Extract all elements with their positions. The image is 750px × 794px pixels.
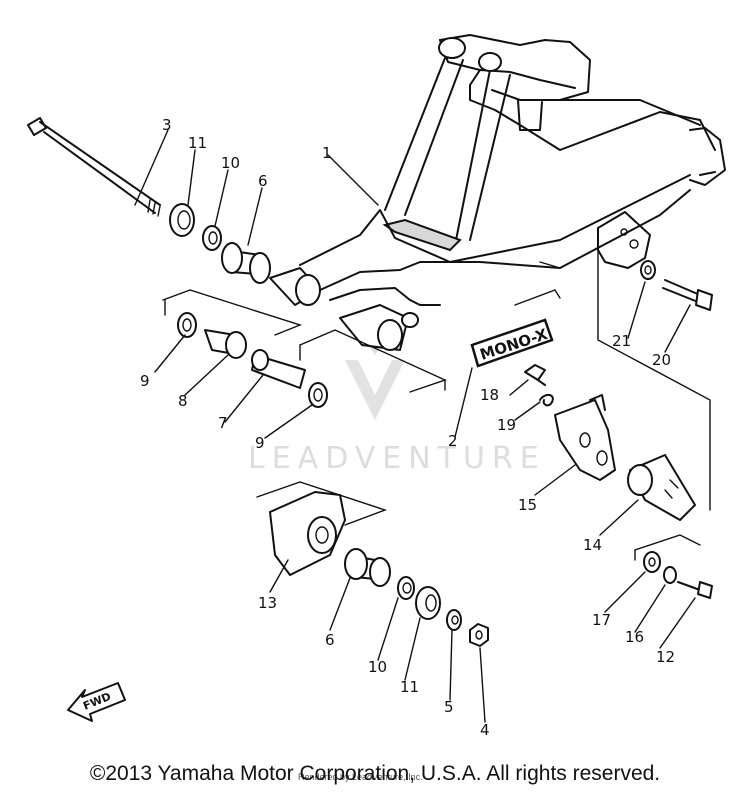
collar-9-upper xyxy=(177,312,197,338)
plate-12 xyxy=(269,491,346,576)
leader-lines xyxy=(134,129,696,723)
screw-18 xyxy=(524,364,546,386)
callout-20: 20 xyxy=(652,351,671,369)
nut-4 xyxy=(469,623,489,647)
callout-13: 14 xyxy=(583,536,602,554)
callout-7: 7 xyxy=(218,414,228,432)
callout-8: 8 xyxy=(178,392,188,410)
nut-21 xyxy=(640,260,656,280)
callout-9-upper: 9 xyxy=(140,372,150,390)
collar-9-lower xyxy=(308,382,328,408)
assembly-lines xyxy=(162,239,711,561)
bushing-6-lower xyxy=(344,548,391,587)
callouts: 3 11 10 6 1 9 8 7 9 2 18 19 15 14 21 20 … xyxy=(140,116,675,739)
bracket-13 xyxy=(627,454,696,521)
watermark-text: LEADVENTURE xyxy=(248,441,546,476)
washer-17 xyxy=(643,551,661,573)
callout-21: 21 xyxy=(612,332,631,350)
callout-2: 2 xyxy=(448,432,458,450)
callout-12: 13 xyxy=(258,594,277,612)
bushing-8 xyxy=(204,329,247,359)
callout-6-lower: 6 xyxy=(325,631,335,649)
callout-11-upper: 11 xyxy=(188,134,207,152)
pivot-shaft xyxy=(27,117,161,217)
callout-19: 19 xyxy=(497,416,516,434)
callout-5: 5 xyxy=(444,698,454,716)
mono-x-decal: MONO-X xyxy=(470,318,554,368)
callout-10-lower: 10 xyxy=(368,658,387,676)
seal-11-lower xyxy=(415,586,441,620)
callout-4: 4 xyxy=(480,721,490,739)
copyright-text: ©2013 Yamaha Motor Corporation, U.S.A. A… xyxy=(89,762,661,785)
watermark-credit: Rendered by LeadVenture, Inc. xyxy=(298,772,423,782)
bolt-15 xyxy=(677,581,713,599)
callout-1: 1 xyxy=(322,144,332,162)
bolt-20 xyxy=(662,279,713,311)
watermark: LEADVENTURE xyxy=(248,340,546,476)
callout-16: 16 xyxy=(625,628,644,646)
callout-17: 17 xyxy=(592,611,611,629)
seal-11-upper xyxy=(169,203,195,237)
callout-14: 15 xyxy=(518,496,537,514)
callout-9-lower: 9 xyxy=(255,434,265,452)
bracket-14 xyxy=(554,394,616,481)
callout-3: 3 xyxy=(162,116,172,134)
callout-6-upper: 6 xyxy=(258,172,268,190)
washer-5 xyxy=(446,609,462,631)
swing-arm xyxy=(269,34,726,351)
washer-16 xyxy=(663,566,677,584)
bushing-6-upper xyxy=(221,242,271,284)
callout-10-upper: 10 xyxy=(221,154,240,172)
washer-19 xyxy=(539,394,554,407)
callout-18: 18 xyxy=(480,386,499,404)
washer-10-lower xyxy=(397,576,415,600)
fwd-arrow-icon: FWD xyxy=(67,682,126,722)
washer-10-upper xyxy=(202,225,222,251)
callout-11-lower: 11 xyxy=(400,678,419,696)
callout-15: 12 xyxy=(656,648,675,666)
collar-7 xyxy=(251,349,306,389)
